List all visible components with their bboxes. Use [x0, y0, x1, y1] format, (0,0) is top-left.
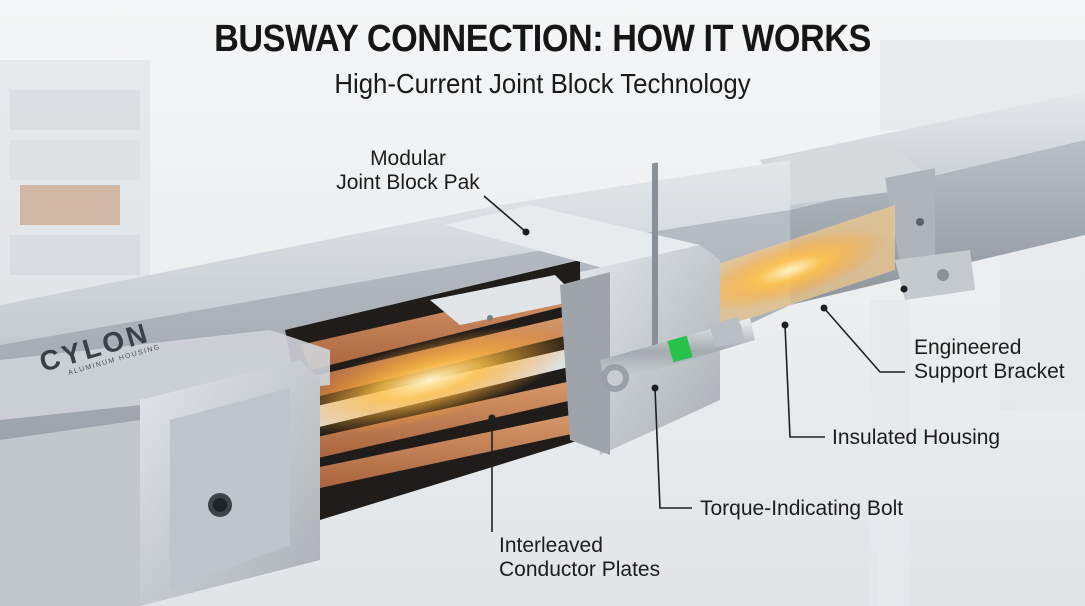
callout-joint-block-line2: Joint Block Pak: [336, 171, 480, 194]
callout-conductor-plates: Interleaved Conductor Plates: [499, 534, 660, 582]
callout-support-bracket-line2: Support Bracket: [914, 360, 1065, 383]
callout-support-bracket-line1: Engineered: [914, 336, 1022, 359]
callout-joint-block-line1: Modular: [370, 147, 446, 170]
callout-conductor-plates-line2: Conductor Plates: [499, 558, 661, 581]
rail-top: [0, 160, 790, 345]
conductor-cutaway: [284, 260, 590, 520]
torque-indicator-ring: [667, 335, 693, 363]
callout-torque-bolt: Torque-Indicating Bolt: [700, 497, 904, 520]
housing-end-frame: [0, 330, 330, 606]
leader-joint-block: [483, 195, 527, 233]
support-leg: [878, 305, 904, 606]
support-bracket: [770, 140, 975, 300]
callout-support-bracket: Engineered Support Bracket: [914, 336, 1065, 384]
callout-joint-block: Modular Joint Block Pak: [318, 147, 498, 195]
current-glow-right: [694, 229, 886, 311]
leader-support-bracket: [823, 307, 905, 373]
leader-torque-bolt: [654, 387, 692, 509]
torque-bolt: [600, 316, 755, 392]
leader-insulated-housing: [784, 324, 825, 438]
background-racks: [0, 40, 1085, 606]
callout-leaders: [483, 195, 905, 532]
callout-conductor-plates-line1: Interleaved: [499, 534, 603, 557]
callout-dots: [488, 228, 908, 422]
page-title: BUSWAY CONNECTION: HOW IT WORKS: [214, 18, 871, 60]
page-subtitle: High-Current Joint Block Technology: [334, 68, 751, 99]
callout-insulated-housing: Insulated Housing: [832, 426, 1001, 449]
current-glow-left: [284, 325, 576, 435]
